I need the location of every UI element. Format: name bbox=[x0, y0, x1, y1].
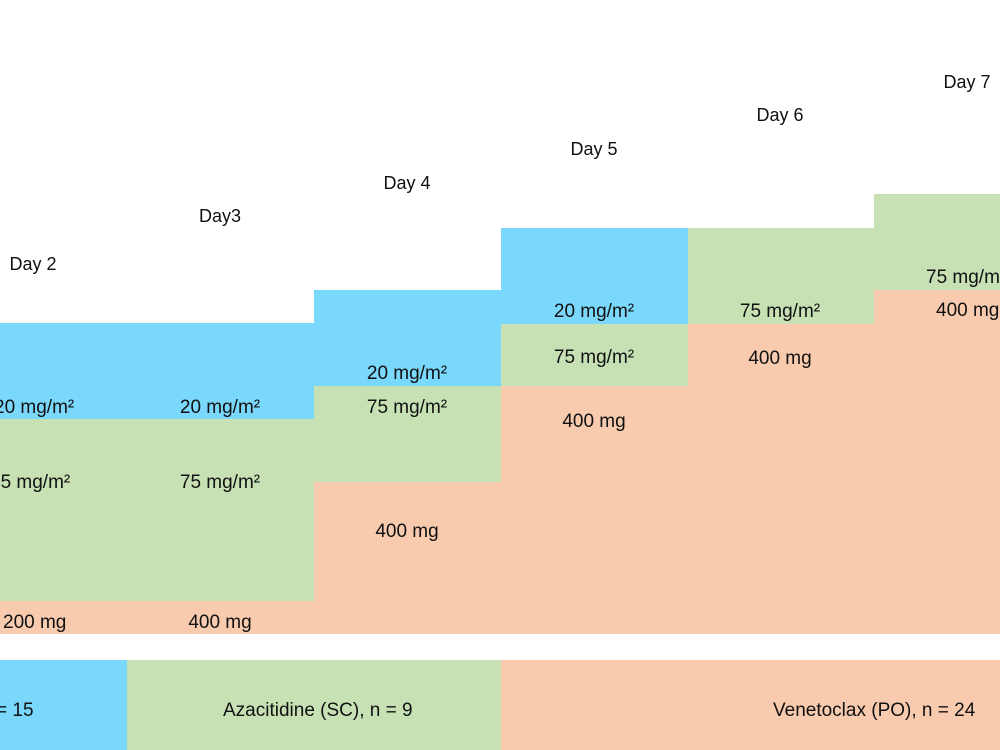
day-6-azacitidine-dose: 75 mg/m² bbox=[739, 301, 821, 322]
legend-venetoclax-swatch bbox=[501, 660, 1000, 750]
day-4-venetoclax-dose: 400 mg bbox=[375, 521, 439, 542]
day-5-venetoclax-dose: 400 mg bbox=[562, 411, 626, 432]
day-5-venetoclax-block bbox=[501, 386, 688, 634]
day-3-venetoclax-dose: 400 mg bbox=[188, 612, 252, 633]
legend-decitabine-swatch bbox=[0, 660, 127, 750]
day-4-azacitidine-dose: 75 mg/m² bbox=[366, 397, 448, 418]
legend-venetoclax-label: Venetoclax (PO), n = 24 bbox=[773, 700, 976, 721]
day-6-azacitidine-block bbox=[688, 228, 874, 324]
day-6-venetoclax-dose: 400 mg bbox=[748, 348, 812, 369]
day-5-decitabine-block bbox=[501, 228, 688, 324]
day-7-venetoclax-block bbox=[874, 290, 1000, 634]
day-4-decitabine-dose: 20 mg/m² bbox=[366, 363, 448, 384]
day-3-venetoclax-block bbox=[127, 601, 314, 634]
day-3-label: Day3 bbox=[198, 206, 242, 226]
day-5-decitabine-dose: 20 mg/m² bbox=[553, 301, 635, 322]
day-5-azacitidine-dose: 75 mg/m² bbox=[553, 347, 635, 368]
day-7-label: Day 7 bbox=[943, 72, 991, 92]
day-5-azacitidine-block bbox=[501, 324, 688, 386]
day-2-azacitidine-block bbox=[0, 419, 127, 601]
day-3-decitabine-block bbox=[127, 323, 314, 419]
day-3-azacitidine-block bbox=[127, 419, 314, 601]
legend-azacitidine-label: Azacitidine (SC), n = 9 bbox=[223, 700, 413, 721]
day-4-decitabine-block bbox=[314, 290, 501, 386]
legend-azacitidine-swatch bbox=[127, 660, 501, 750]
day-6-label: Day 6 bbox=[756, 105, 804, 125]
day-7-venetoclax-dose: 400 mg bbox=[936, 300, 1000, 321]
day-6-venetoclax-block bbox=[688, 324, 874, 634]
day-2-label: Day 2 bbox=[9, 254, 57, 274]
day-2-decitabine-dose: 20 mg/m² bbox=[0, 397, 75, 418]
day-4-venetoclax-block bbox=[314, 482, 501, 634]
day-7-azacitidine-block bbox=[874, 194, 1000, 290]
day-4-label: Day 4 bbox=[383, 173, 431, 193]
day-5-label: Day 5 bbox=[570, 139, 618, 159]
day-3-decitabine-dose: 20 mg/m² bbox=[179, 397, 261, 418]
day-2-venetoclax-dose: 200 mg bbox=[3, 612, 67, 633]
day-2-azacitidine-dose: 75 mg/m² bbox=[0, 472, 71, 493]
day-2-decitabine-block bbox=[0, 323, 127, 419]
day-3-azacitidine-dose: 75 mg/m² bbox=[179, 472, 261, 493]
day-2-venetoclax-block bbox=[0, 601, 127, 634]
legend-decitabine-label: = 15 bbox=[0, 700, 34, 721]
day-4-azacitidine-block bbox=[314, 386, 501, 482]
day-7-azacitidine-dose: 75 mg/m bbox=[926, 267, 1000, 288]
